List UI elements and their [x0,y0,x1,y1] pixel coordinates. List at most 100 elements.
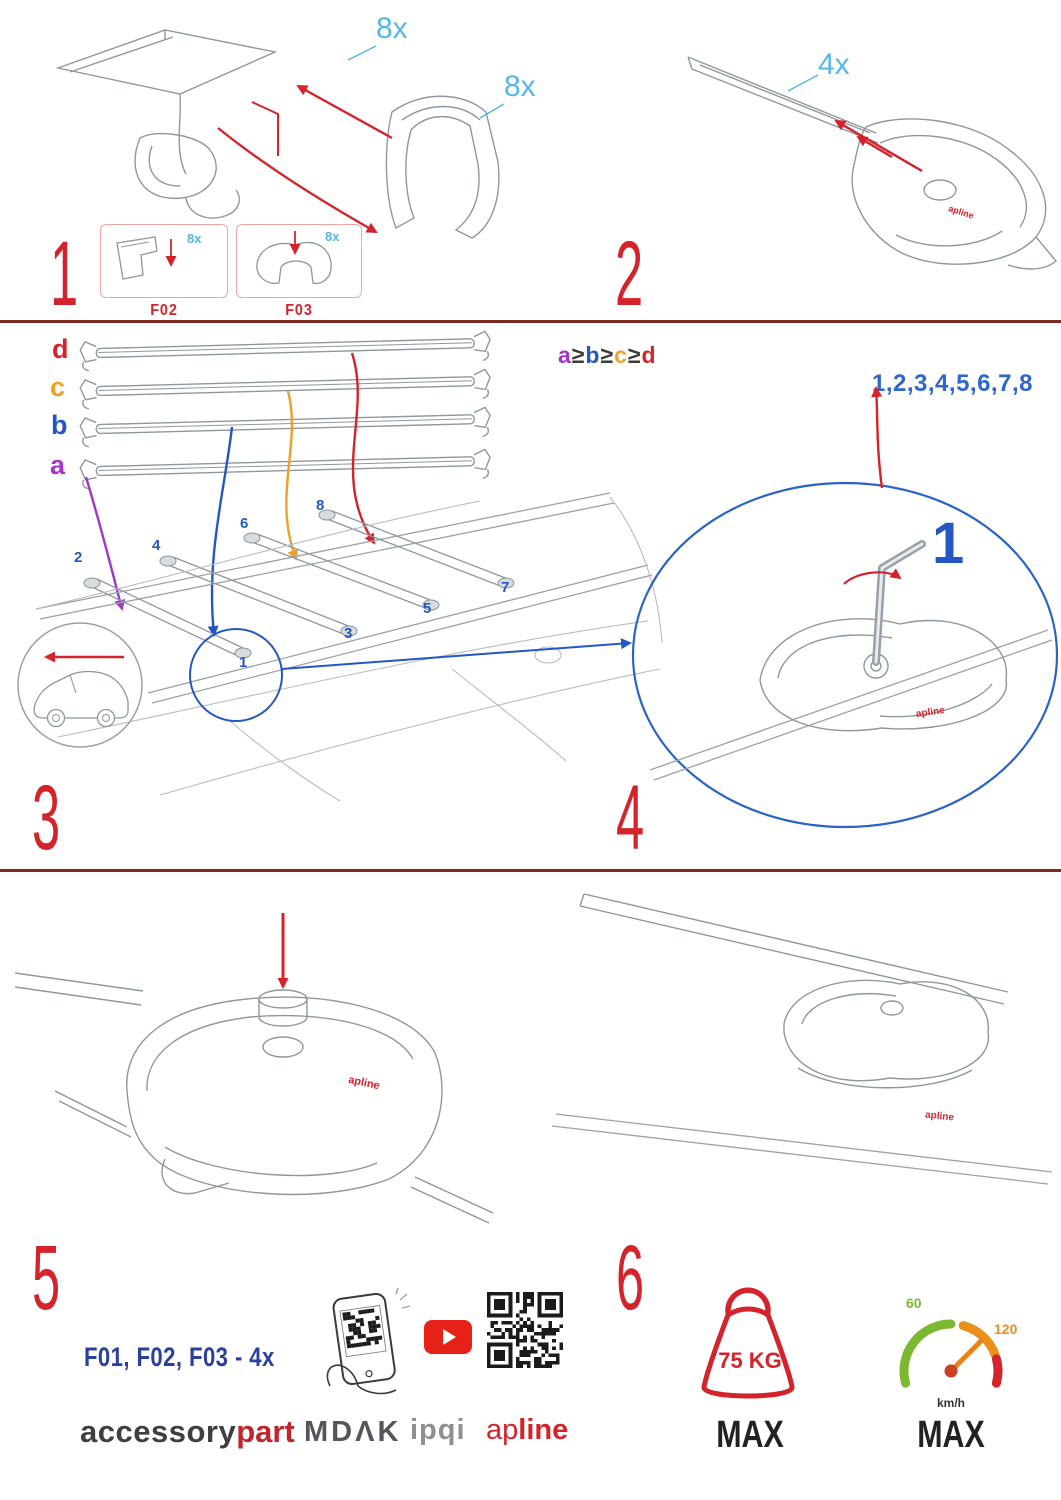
logo-apline-ap: ap [486,1414,519,1446]
insert-outline [251,101,279,156]
weight-max-label: MAX [716,1414,784,1456]
qr-code [487,1292,563,1368]
f02-code-label: F02 [150,302,178,319]
allen-key [872,540,926,666]
formula-b: b [585,342,601,368]
speed-limit-gauge [899,1319,1003,1388]
speed-unit-label: km/h [936,1396,965,1410]
phone-icon [332,1292,396,1386]
position1-highlight-circle [189,628,283,722]
speed-low-label: 60 [906,1295,922,1311]
f03-code-label: F03 [285,302,313,319]
crossbar-d [79,330,492,372]
parts-quantity-line: F01, F02, F03 - 4x [84,1342,275,1372]
step2-qty-label: 4x [818,48,850,81]
foot-wireframe [579,893,1009,1089]
position-label-5: 5 [423,600,432,617]
position-label-6: 6 [240,515,249,532]
logo-accessory-text: accessory [80,1414,237,1449]
step6-mounted-drawing [551,893,1053,1185]
section-divider-top [0,320,1061,323]
step6-number: 6 [616,1227,644,1329]
qty-pointer-line [787,74,819,92]
youtube-icon[interactable] [424,1320,472,1354]
logo-apline-line: line [518,1414,569,1446]
gauge-needle [948,1338,984,1374]
position-label-4: 4 [152,537,161,554]
zoom-link-arrow [281,638,632,670]
speed-high-label: 120 [994,1321,1018,1337]
step1-number: 1 [50,223,78,325]
bar-label-c: c [50,372,66,402]
step3-roof-drawing [17,330,663,802]
formula-gte3: ≥ [627,342,642,368]
step2-number: 2 [615,223,643,325]
foot-wireframe [15,972,494,1224]
bar-to-position-curves [84,352,376,637]
car-direction-inset [17,622,143,748]
rotate-arrow [843,568,902,585]
step4-callout-number: 1 [932,511,965,576]
position-label-2: 2 [74,549,83,566]
formula-d: d [641,342,657,368]
car-body-sketch [35,496,663,802]
formula-a: a [558,342,572,368]
crossbar-b [79,406,492,448]
knob-wireframe [258,989,308,1027]
step3-number: 3 [32,767,60,869]
step1-pad-qty-label: 8x [376,12,408,45]
tightening-sequence: 1,2,3,4,5,6,7,8 [872,370,1033,397]
step4-number: 4 [616,767,644,869]
phone-qr-pattern [342,1308,383,1349]
allen-key-highlight [874,542,924,664]
logo-ipqi: ipqi [410,1414,466,1446]
zoom-ellipse [631,481,1059,829]
crossbar-feet [83,509,515,659]
rail-lines [649,629,1053,781]
step4-detail-drawing [631,386,1059,829]
formula-gte2: ≥ [600,342,615,368]
bar-label-a: a [50,450,66,480]
speed-max-label: MAX [917,1414,985,1456]
logo-part-text: part [236,1414,295,1449]
position-label-3: 3 [344,625,353,642]
weight-limit-icon [701,1287,795,1399]
f02-qty-label: 8x [187,231,202,246]
foot-wireframe [55,29,278,219]
crossbar-wireframe [687,56,1057,270]
length-order-formula: a≥b≥c≥d [558,342,657,369]
logo-apline: apline [486,1414,568,1447]
formula-c: c [614,342,628,368]
hand-icon [326,1364,397,1395]
formula-gte1: ≥ [571,342,586,368]
position-label-1: 1 [239,654,248,671]
position-label-8: 8 [316,497,325,514]
step1-arrows [217,84,393,234]
sequence-pointer-arrow [871,386,884,489]
phone-scan-icon [326,1288,411,1395]
step2-bar-drawing [687,56,1057,270]
step5-knob-drawing [15,913,494,1224]
logo-mdak: MDΛK [304,1416,402,1448]
bar-label-d: d [52,334,69,364]
rail-lines [551,1113,1053,1185]
section-divider-bottom [0,869,1061,872]
step1-cover-qty-label: 8x [504,70,536,103]
roof-rails [35,492,653,704]
f03-qty-label: 8x [325,229,340,244]
part-box-f03: 8x [236,224,362,298]
mounted-crossbars [91,510,509,658]
f03-thumbnail [256,231,332,285]
step1-foot-drawing [55,29,505,239]
qr-finder-patterns [487,1292,563,1368]
cover-wireframe [385,95,500,239]
logo-accessorypart: accessorypart [80,1414,295,1450]
bar-label-b: b [51,410,68,440]
foot-wireframe [759,618,1008,732]
position-label-7: 7 [501,579,510,596]
crossbar-c [79,368,492,410]
scan-sparkle-icon [395,1288,411,1309]
step5-number: 5 [32,1227,60,1329]
step2-arrows [834,119,923,173]
